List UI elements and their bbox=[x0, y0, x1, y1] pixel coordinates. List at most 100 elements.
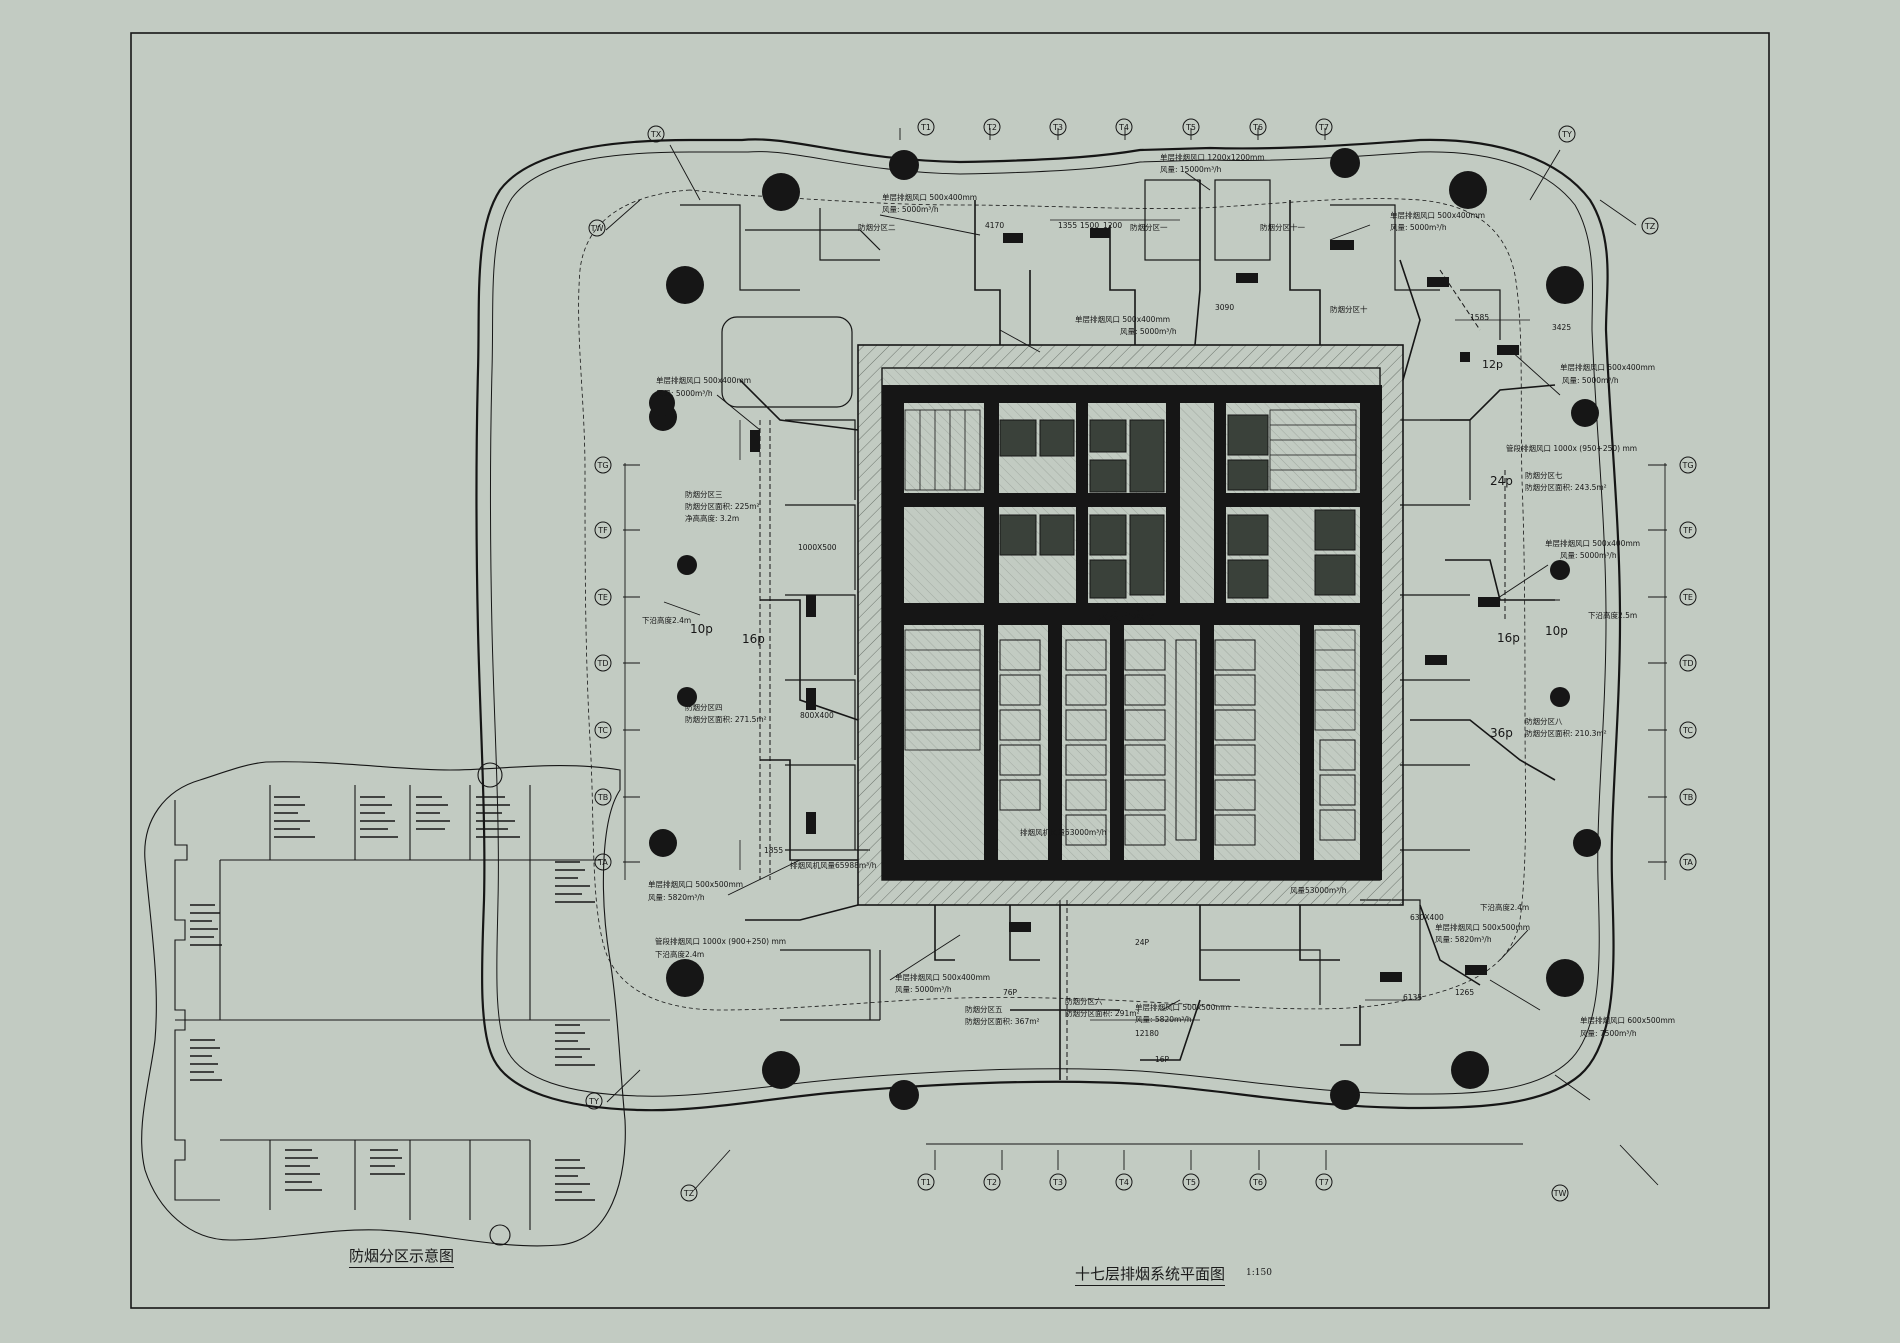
label-zone-top11: 防烟分区十一 bbox=[1260, 222, 1305, 232]
label-fan-top-center: 单层排烟风口 1200x1200mm bbox=[1160, 152, 1265, 162]
label-flow-top-center: 风量: 15000m³/h bbox=[1160, 165, 1222, 174]
label-flow-right-lower: 风量: 5820m³/h bbox=[1435, 935, 1492, 944]
label-area-bottom6: 防烟分区面积: 291m² bbox=[1065, 1008, 1140, 1018]
label-center: 非火灾扑救室 bbox=[1085, 608, 1157, 623]
annotation-labels: 单层排烟风口 500x400mm 风量: 5000m³/h 防烟分区二 4170… bbox=[642, 152, 1675, 1064]
label-flow-top-left: 风量: 5000m³/h bbox=[882, 205, 939, 214]
label-area-right8: 防烟分区面积: 210.3m² bbox=[1525, 728, 1607, 738]
label-down-left2: 下沿高度2.4m bbox=[655, 949, 704, 959]
label-down-right2: 下沿高度2.4m bbox=[1480, 902, 1529, 912]
label-p24-bottom: 24P bbox=[1135, 938, 1150, 947]
label-flow-left-lower: 风量: 5820m³/h bbox=[648, 893, 705, 902]
grid-tw: TW bbox=[590, 224, 604, 233]
grid-l-tg: TG bbox=[596, 461, 608, 470]
grid-r-ta: TA bbox=[1682, 858, 1693, 867]
grid-r-te: TE bbox=[1682, 593, 1693, 602]
grid-r-tc: TC bbox=[1682, 726, 1693, 735]
label-area-left3: 防烟分区面积: 225m² bbox=[685, 501, 760, 511]
label-p36-right: 36p bbox=[1490, 726, 1513, 740]
label-flow-right-upper: 风量: 5000m³/h bbox=[1562, 376, 1619, 385]
label-down-right: 下沿高度2.5m bbox=[1588, 610, 1637, 620]
label-duct-c: 630X400 bbox=[1410, 913, 1444, 922]
label-dim-1265: 1265 bbox=[1455, 988, 1474, 997]
inset-title: 防烟分区示意图 bbox=[349, 1245, 455, 1268]
grid-t5: T5 bbox=[1185, 123, 1196, 132]
grid-tx: TX bbox=[650, 130, 662, 139]
grid-l-tb: TB bbox=[597, 793, 608, 802]
label-zone-right8: 防烟分区八 bbox=[1525, 716, 1563, 726]
label-zone-left-c: 防烟分区四 bbox=[685, 702, 723, 712]
label-zone-right7: 防烟分区七 bbox=[1525, 470, 1563, 480]
leader-lines bbox=[663, 171, 1561, 1011]
grid-b5: T5 bbox=[1185, 1178, 1196, 1187]
shafts bbox=[999, 414, 1356, 599]
label-flow-top-right: 风量: 5000m³/h bbox=[1390, 223, 1447, 232]
label-shaft-flow1: 排烟风机风量65988m³/h bbox=[790, 860, 877, 870]
label-down-left: 下沿高度2.4m bbox=[642, 615, 691, 625]
label-dim-1355: 1355 bbox=[1058, 221, 1077, 230]
label-p10-right: 10p bbox=[1545, 624, 1568, 638]
grid-t3: T3 bbox=[1052, 123, 1063, 132]
label-fan-left-lower: 单层排烟风口 500x500mm bbox=[648, 879, 743, 889]
label-flow-bottom-right: 风量: 7500m³/h bbox=[1580, 1029, 1637, 1038]
label-zone-top2: 防烟分区二 bbox=[858, 222, 896, 232]
label-area-left-c: 防烟分区面积: 271.5m² bbox=[685, 714, 767, 724]
grid-r-tg: TG bbox=[1681, 461, 1693, 470]
drawing-border bbox=[130, 32, 1770, 1309]
label-flow-right-mid: 风量: 5000m³/h bbox=[1560, 551, 1617, 560]
label-dim-1855: 1855 bbox=[764, 846, 783, 855]
label-flow-upper-center: 风量: 5000m³/h bbox=[1120, 327, 1177, 336]
drawing-scale: 1:150 bbox=[1246, 1268, 1272, 1278]
grid-ty: TY bbox=[1561, 130, 1572, 139]
label-fan-top-left: 单层排烟风口 500x400mm bbox=[882, 192, 977, 202]
inset-diagram bbox=[141, 761, 626, 1247]
label-p76: 76P bbox=[1003, 988, 1018, 997]
floor-plan bbox=[475, 128, 1667, 1191]
label-p12-right: 12p bbox=[1482, 358, 1503, 371]
grid-l-td: TD bbox=[596, 659, 608, 668]
label-fan-right-lower: 单层排烟风口 500x500mm bbox=[1435, 922, 1530, 932]
label-p16-bottom: 16P bbox=[1155, 1055, 1170, 1064]
label-fan-bottom-mid: 单层排烟风口 500x500mm bbox=[1135, 1002, 1230, 1012]
grid-l-tf: TF bbox=[597, 526, 608, 535]
grid-axes bbox=[605, 128, 1667, 1191]
inset-text-marks bbox=[190, 796, 595, 1201]
label-fan-bottom-center: 单层排烟风口 500x400mm bbox=[895, 972, 990, 982]
core-walls bbox=[882, 385, 1382, 880]
label-height: 净高高度: 3.2m bbox=[685, 513, 739, 523]
grid-l-ta: TA bbox=[597, 858, 608, 867]
inset-outline bbox=[141, 761, 626, 1247]
label-p10-left: 10p bbox=[690, 622, 713, 636]
shafts-lower bbox=[999, 639, 1356, 846]
grid-tw-2: TW bbox=[1553, 1189, 1567, 1198]
label-fan-left-bottom: 管段排烟风口 1000x (900+250) mm bbox=[655, 936, 786, 946]
label-dim-6135: 6135 bbox=[1403, 993, 1422, 1002]
grid-tz-2: TZ bbox=[683, 1189, 695, 1198]
label-fan-left-upper: 单层排烟风口 500x400mm bbox=[656, 375, 751, 385]
label-dim-4170: 4170 bbox=[985, 221, 1004, 230]
label-area-right7: 防烟分区面积: 243.5m² bbox=[1525, 482, 1607, 492]
duct-fittings bbox=[750, 228, 1519, 982]
grid-labels: T1 T2 T3 T4 T5 T6 T7 T1 T2 T3 T4 T5 T6 T… bbox=[585, 118, 1697, 1202]
grid-b2: T2 bbox=[986, 1178, 997, 1187]
label-duct-a: 1000X500 bbox=[798, 543, 837, 552]
label-p16-right: 16p bbox=[1497, 631, 1520, 645]
label-shaft-flow2: 排烟风机风量53000m³/h bbox=[1020, 827, 1107, 837]
label-zone-left3: 防烟分区三 bbox=[685, 489, 723, 499]
grid-t4: T4 bbox=[1118, 123, 1129, 132]
facade-outer bbox=[475, 138, 1622, 1112]
grid-tz: TZ bbox=[1644, 222, 1656, 231]
label-fan-upper-center: 单层排烟风口 500x400mm bbox=[1075, 314, 1170, 324]
stairs bbox=[904, 409, 1357, 751]
drawing-title: 十七层排烟系统平面图 bbox=[1075, 1263, 1226, 1286]
grid-t6: T6 bbox=[1252, 123, 1263, 132]
label-fan-right-mid: 单层排烟风口 500x400mm bbox=[1545, 538, 1640, 548]
label-zone-top10: 防烟分区十 bbox=[1330, 304, 1368, 314]
grid-t7: T7 bbox=[1318, 123, 1329, 132]
label-dim-12180: 12180 bbox=[1135, 1029, 1159, 1038]
grid-r-tf: TF bbox=[1682, 526, 1693, 535]
label-fan-right-big: 管段排烟风口 1000x (950+250) mm bbox=[1506, 443, 1637, 453]
label-dim-1500: 1500 bbox=[1080, 221, 1099, 230]
grid-ty-2: TY bbox=[588, 1097, 599, 1106]
